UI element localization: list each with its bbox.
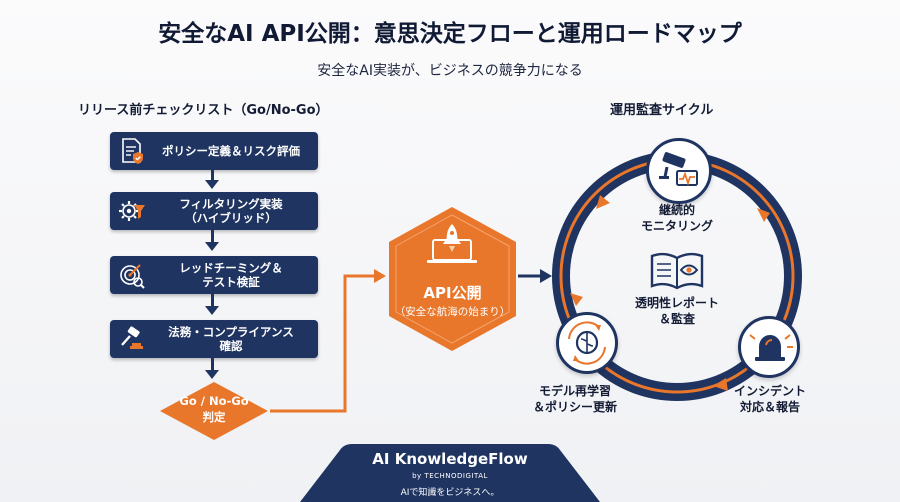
step-label: フィルタリング実装	[179, 196, 283, 211]
arrow-down-icon	[205, 242, 219, 251]
step-legal-compliance: 法務・コンプライアンス 確認	[110, 320, 318, 358]
step-label: ポリシー定義＆リスク評価	[162, 143, 300, 158]
incident-line2: 対応＆報告	[739, 399, 800, 414]
report-line1: 透明性レポート	[634, 296, 719, 310]
retrain-label: モデル再学習 ＆ポリシー更新	[520, 384, 630, 415]
document-shield-icon	[122, 138, 143, 164]
gear-filter-icon	[119, 201, 145, 221]
monitoring-node	[646, 138, 712, 204]
go-no-go-decision: Go / No-Go 判定	[158, 380, 270, 442]
connector	[211, 230, 214, 244]
step-sublabel: 確認	[219, 339, 243, 353]
step-policy-risk: ポリシー定義＆リスク評価	[110, 132, 318, 170]
camera-monitor-icon	[659, 152, 698, 186]
brain-cycle-icon	[568, 321, 606, 365]
footer-brand: AI KnowledgeFlow	[372, 450, 528, 468]
step-sublabel: （ハイブリッド）	[185, 211, 277, 225]
gavel-icon	[121, 326, 143, 349]
retrain-line2: ＆ポリシー更新	[532, 399, 617, 414]
arrow-down-icon	[205, 370, 219, 379]
step-red-teaming: レッドチーミング＆ テスト検証	[110, 256, 318, 294]
decision-sublabel: 判定	[202, 409, 226, 424]
monitoring-line2: モニタリング	[640, 218, 713, 233]
retrain-node	[556, 312, 618, 374]
incident-node	[738, 316, 800, 378]
incident-line1: インシデント	[733, 384, 806, 398]
rocket-laptop-icon	[427, 224, 477, 263]
open-book-eye-icon	[650, 252, 704, 290]
launch-title: API公開	[423, 284, 482, 302]
footer-by: by TECHNODIGITAL	[412, 472, 488, 480]
decision-diamond	[160, 382, 268, 440]
step-label: レッドチーミング＆	[179, 260, 283, 275]
monitoring-line1: 継続的	[658, 203, 695, 217]
checklist-heading: リリース前チェックリスト（Go/No-Go）	[78, 103, 329, 118]
step-filtering: フィルタリング実装 （ハイブリッド）	[110, 192, 318, 230]
page-title: 安全なAI API公開：意思決定フローと運用ロードマップ	[158, 21, 742, 47]
report-line2: ＆監査	[658, 311, 695, 326]
connector	[211, 294, 214, 308]
connector	[211, 170, 214, 182]
alarm-bell-icon	[749, 334, 793, 361]
arrow-down-icon	[205, 180, 219, 189]
footer-banner	[300, 444, 600, 502]
launch-hexagon	[389, 207, 516, 351]
connector	[211, 358, 214, 372]
arrow-down-icon	[205, 306, 219, 315]
decision-label: Go / No-Go	[179, 394, 249, 408]
launch-subtitle: （安全な航海の始まり）	[394, 306, 511, 318]
step-sublabel: テスト検証	[202, 275, 260, 289]
monitoring-label: 継続的 モニタリング	[627, 203, 727, 234]
cycle-heading: 運用監査サイクル	[610, 103, 714, 118]
footer-tagline: AIで知識をビジネスへ。	[400, 488, 500, 498]
step-label: 法務・コンプライアンス	[168, 324, 294, 339]
report-label: 透明性レポート ＆監査	[617, 296, 737, 327]
retrain-line1: モデル再学習	[538, 384, 611, 398]
page-subtitle: 安全なAI実装が、ビジネスの競争力になる	[317, 63, 583, 79]
incident-label: インシデント 対応＆報告	[720, 384, 820, 415]
target-magnifier-icon	[120, 264, 145, 289]
